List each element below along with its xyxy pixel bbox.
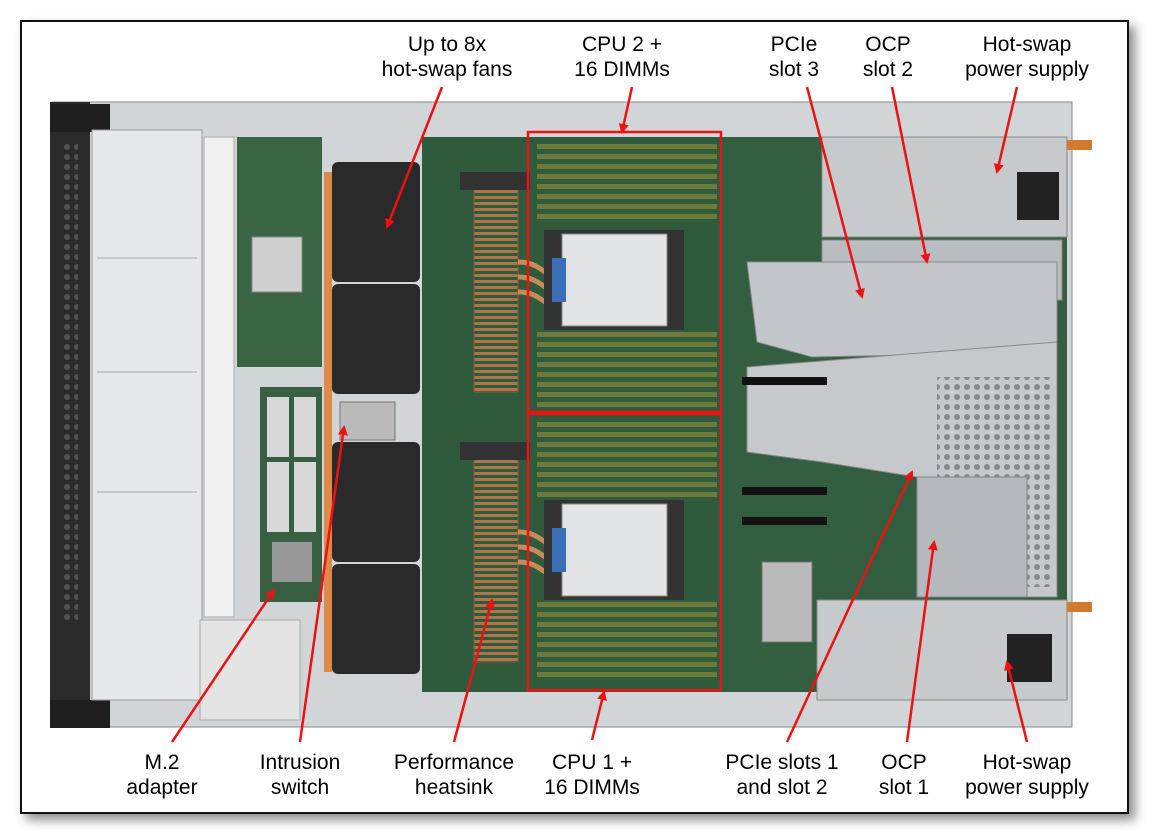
dimm-bank-cpu2-top xyxy=(537,144,717,219)
arrow-pcie12 xyxy=(785,470,914,743)
label-m2: M.2 adapter xyxy=(126,751,198,799)
riser-pcie-slot-3-icon xyxy=(746,261,1058,358)
label-ocp1: OCP slot 1 xyxy=(878,751,930,799)
dimm-bank-cpu2-bottom xyxy=(537,332,717,407)
arrow-heatsink xyxy=(452,598,495,743)
server-illustration xyxy=(50,86,1092,743)
label-intrusion: Intrusion switch xyxy=(259,751,341,799)
label-pcie12: PCIe slots 1 and slot 2 xyxy=(725,751,839,799)
label-psu-bottom: Hot-swap power supply xyxy=(965,751,1089,799)
label-fans: Up to 8x hot-swap fans xyxy=(381,33,513,81)
label-cpu2: CPU 2 + 16 DIMMs xyxy=(574,33,670,81)
label-heatsink: Performance heatsink xyxy=(393,751,515,799)
dimm-bank-cpu1-bottom xyxy=(537,602,717,677)
arrow-pcie3 xyxy=(805,86,865,299)
arrow-cpu1 xyxy=(590,690,607,741)
arrow-cpu2 xyxy=(618,86,634,134)
label-pcie3: PCIe slot 3 xyxy=(768,33,820,81)
heatsink-bottom xyxy=(473,446,519,663)
cpu1-highlight-box xyxy=(526,412,723,692)
arrow-ocp2 xyxy=(890,86,931,264)
arrow-ocp1 xyxy=(905,540,938,743)
arrow-psu-bottom xyxy=(1004,660,1029,743)
drive-bays xyxy=(91,129,203,701)
diagram-frame: Up to 8x hot-swap fans CPU 2 + 16 DIMMs … xyxy=(20,20,1129,814)
fan-module-top xyxy=(332,162,420,394)
cpu1-socket-icon xyxy=(544,500,684,600)
arrow-fans xyxy=(385,86,444,229)
label-psu-top: Hot-swap power supply xyxy=(965,33,1089,81)
callout-arrows xyxy=(170,86,1029,743)
arrow-intrusion xyxy=(298,425,348,743)
bezel-vents-icon xyxy=(62,142,78,622)
ocp-slot-1-icon xyxy=(916,476,1028,598)
intrusion-switch-icon xyxy=(339,401,396,441)
dimm-bank-cpu1-top xyxy=(537,422,717,497)
heatsink-top xyxy=(473,176,519,393)
fan-module-bottom xyxy=(332,442,420,674)
arrow-m2 xyxy=(170,588,276,743)
cpu2-socket-icon xyxy=(544,230,684,330)
label-cpu1: CPU 1 + 16 DIMMs xyxy=(544,751,640,799)
arrow-psu-top xyxy=(993,86,1019,174)
label-ocp2: OCP slot 2 xyxy=(862,33,914,81)
